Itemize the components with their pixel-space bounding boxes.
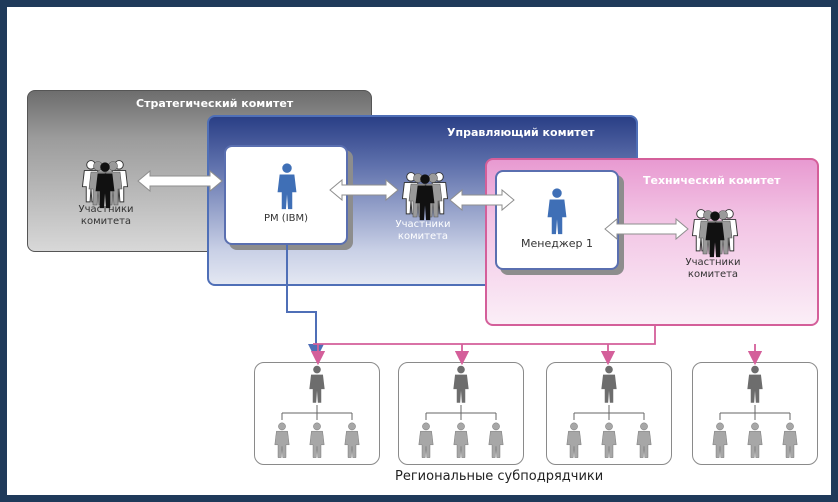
double-arrow-icon <box>449 188 515 212</box>
regional-subcontractors-label: Региональные субподрядчики <box>395 469 604 484</box>
managing-members-label: Участники комитета <box>383 219 463 243</box>
technical-committee-title: Технический комитет <box>643 174 781 187</box>
managing-members-icon <box>402 173 447 221</box>
pm-connector-line <box>286 245 324 360</box>
double-arrow-icon <box>329 178 399 202</box>
manager-person-icon <box>547 188 567 235</box>
regional-hierarchy-3 <box>566 365 652 459</box>
technical-connector-lines <box>310 326 763 366</box>
members-label-line1: Участники <box>78 204 134 215</box>
members-label-line1: Участники <box>685 257 741 268</box>
technical-members-icon <box>692 210 737 258</box>
manager-label: Менеджер 1 <box>521 237 593 250</box>
pm-label: PM (IBM) <box>263 213 309 224</box>
members-label-line1: Участники <box>395 219 451 230</box>
regional-hierarchy-4 <box>712 365 798 459</box>
manager-box <box>495 170 619 270</box>
strategic-members-icon <box>82 161 127 209</box>
members-label-line2: комитета <box>687 269 739 280</box>
strategic-members-label: Участники комитета <box>66 204 146 228</box>
regional-hierarchy-2 <box>418 365 504 459</box>
strategic-committee-title: Стратегический комитет <box>136 97 294 110</box>
double-arrow-icon <box>137 169 223 193</box>
regional-hierarchy-1 <box>274 365 360 459</box>
managing-committee-title: Управляющий комитет <box>447 126 595 139</box>
technical-members-label: Участники комитета <box>673 257 753 281</box>
double-arrow-icon <box>604 217 689 241</box>
members-label-line2: комитета <box>80 216 132 227</box>
pm-person-icon <box>277 163 297 210</box>
members-label-line2: комитета <box>397 231 449 242</box>
